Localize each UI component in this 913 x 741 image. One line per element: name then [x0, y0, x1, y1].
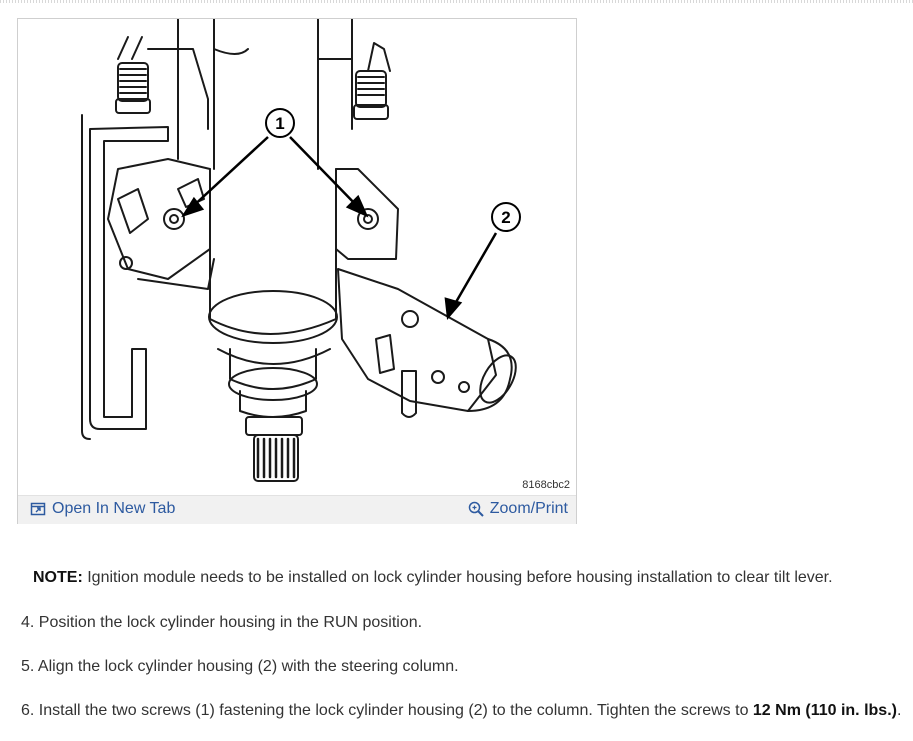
step-4: 4. Position the lock cylinder housing in…	[21, 614, 423, 631]
callout-1-label: 1	[275, 114, 284, 133]
diagram-figure: 1 2 8168cbc2 Open In New Tab Zoom/Print	[17, 18, 577, 524]
zoom-magnifier-icon	[468, 501, 484, 517]
note-paragraph: NOTE: Ignition module needs to be instal…	[33, 569, 833, 587]
open-new-tab-button[interactable]: Open In New Tab	[30, 500, 175, 518]
note-text: Ignition module needs to be installed on…	[82, 569, 833, 586]
step-5: 5. Align the lock cylinder housing (2) w…	[21, 658, 459, 675]
step-6-text: 6. Install the two screws (1) fastening …	[21, 702, 753, 719]
zoom-print-button[interactable]: Zoom/Print	[468, 500, 568, 518]
zoom-print-label: Zoom/Print	[489, 500, 568, 517]
figure-image-code: 8168cbc2	[522, 479, 570, 491]
callout-2-label: 2	[501, 208, 510, 227]
note-label: NOTE:	[33, 569, 83, 586]
open-new-tab-label: Open In New Tab	[52, 500, 176, 517]
step-6: 6. Install the two screws (1) fastening …	[21, 702, 901, 720]
open-new-tab-icon	[30, 502, 46, 516]
step-6-suffix: .	[896, 702, 902, 719]
figure-toolbar: Open In New Tab Zoom/Print	[18, 495, 576, 524]
steering-column-diagram: 1 2	[81, 19, 521, 482]
top-dotted-rule	[0, 0, 913, 3]
torque-spec: 12 Nm (110 in. lbs.)	[752, 702, 897, 719]
